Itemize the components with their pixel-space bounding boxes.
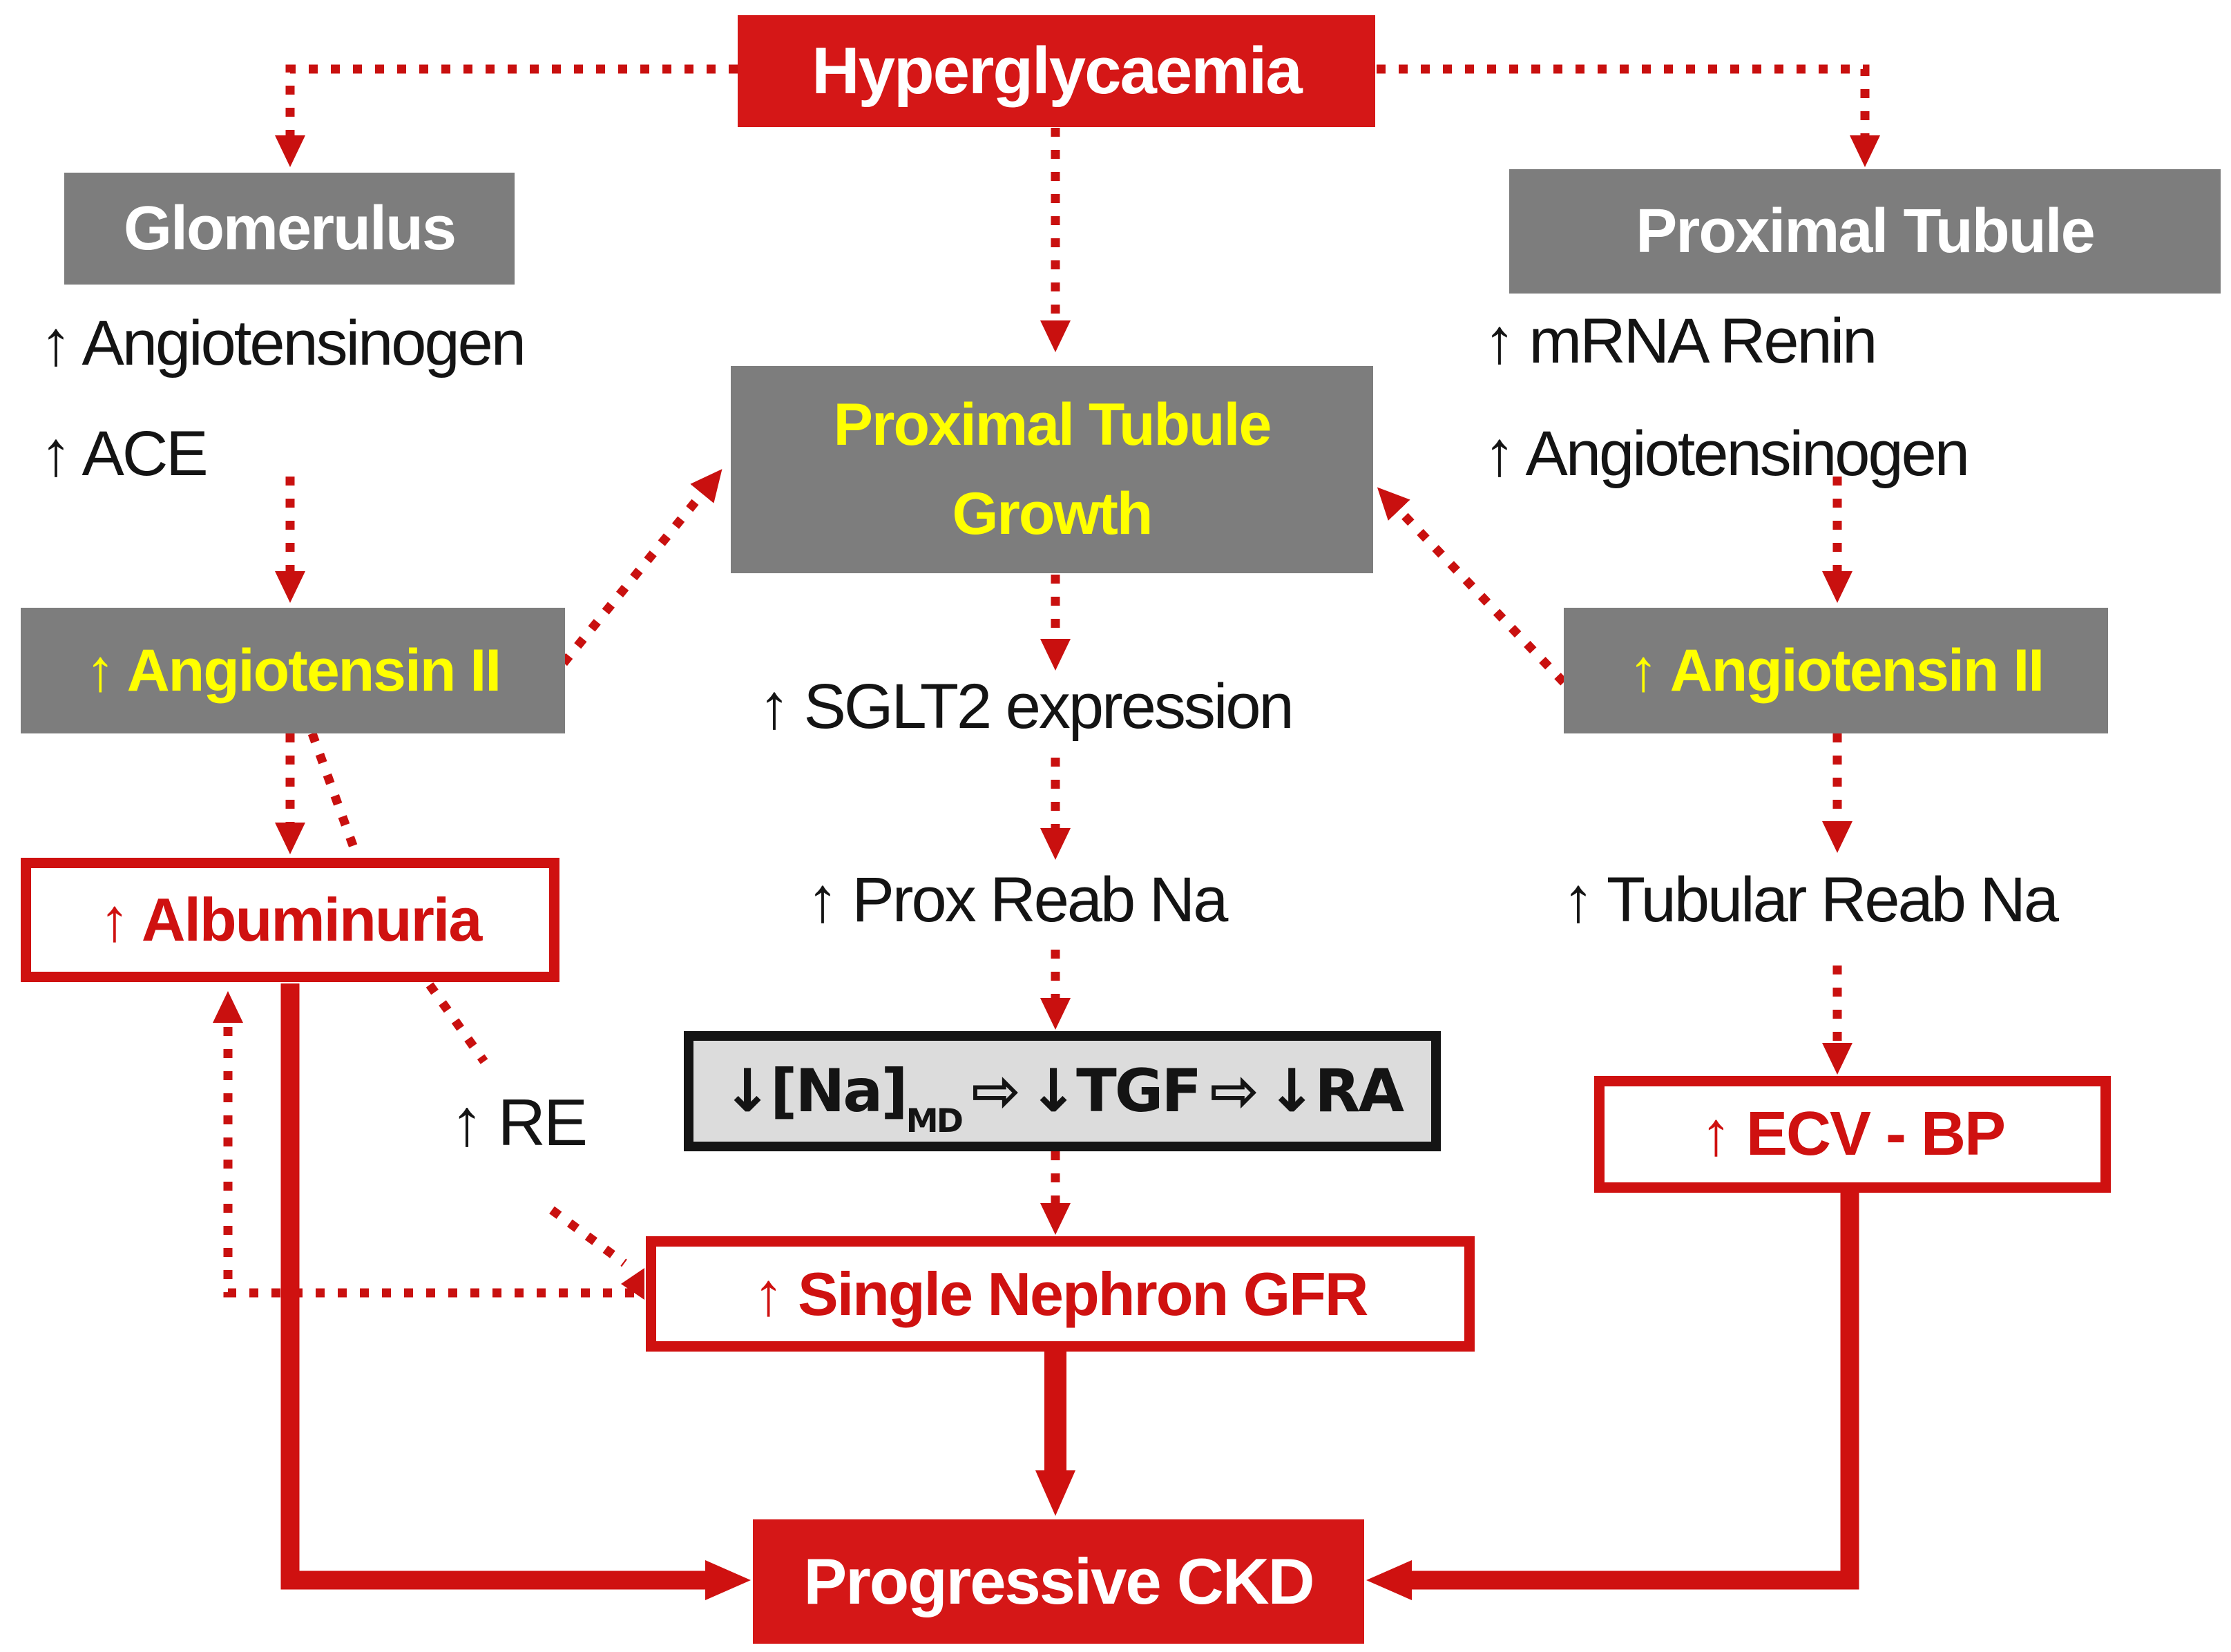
arrow-ecv-bp-to-ckd (1366, 1193, 1859, 1600)
growth-box-text: Proximal Tubule Growth (833, 381, 1272, 559)
arrow-angiotensin2-left-to-growth (559, 469, 722, 666)
na-md-tgf-ra-box: ↓[Na]MD⇨↓TGF⇨↓RA (684, 1031, 1441, 1151)
line-re-to-single-nephron-gfr (549, 1206, 627, 1267)
ecv-bp-box: ↑ ECV - BP (1594, 1076, 2111, 1193)
growth-line1: Proximal Tubule (833, 392, 1272, 458)
arrow-hyperglycaemia-to-proximal-tubule (1377, 64, 1880, 167)
tubule-mrna-renin-label: ↑ mRNA Renin (1484, 306, 1877, 376)
re-label: ↑ RE (450, 1086, 588, 1160)
arrow-angiotensin2-right-to-growth (1377, 487, 1567, 686)
angiotensin2-left-box: ↑ Angiotensin II (21, 608, 565, 733)
single-nephron-gfr-box: ↑ Single Nephron GFR (646, 1236, 1475, 1352)
sglt2-expression-label: ↑ SGLT2 expression (758, 671, 1294, 742)
down-ra-text: ↓RA (1267, 1057, 1404, 1126)
proximal-tubule-growth-box: Proximal Tubule Growth (731, 366, 1373, 573)
albuminuria-box: ↑ Albuminuria (21, 858, 559, 982)
tubule-angiotensinogen-label: ↑ Angiotensinogen (1484, 419, 1970, 489)
line-albuminuria-to-re (425, 982, 488, 1064)
growth-line2: Growth (952, 481, 1153, 547)
hollow-arrow-icon: ⇨ (1209, 1057, 1259, 1126)
arrow-hyperglycaemia-to-glomerulus (275, 64, 738, 167)
glomerulus-ace-label: ↑ ACE (40, 419, 209, 489)
na-md-term: ↓[Na]MD⇨↓TGF⇨↓RA (722, 1057, 1404, 1137)
down-na-text: ↓[Na] (722, 1057, 908, 1126)
hyperglycaemia-box: Hyperglycaemia (738, 15, 1375, 127)
progressive-ckd-box: Progressive CKD (753, 1519, 1364, 1644)
down-tgf-text: ↓TGF (1028, 1057, 1202, 1126)
arrow-albuminuria-to-ckd (280, 983, 751, 1600)
proximal-tubule-box: Proximal Tubule (1509, 169, 2221, 294)
glomerulus-box: Glomerulus (64, 173, 515, 285)
tubular-reab-na-label: ↑ Tubular Reab Na (1562, 865, 2059, 935)
angiotensin2-right-box: ↑ Angiotensin II (1564, 608, 2108, 733)
arrow-gfr-feedback-to-albuminuria (213, 991, 634, 1298)
line-angiotensin2-left-diagonal (307, 731, 361, 857)
prox-reab-na-label: ↑ Prox Reab Na (807, 865, 1228, 935)
hollow-arrow-icon: ⇨ (970, 1057, 1021, 1126)
arrowhead-at-gfr-left-edge (621, 1268, 644, 1300)
glomerulus-angiotensinogen-label: ↑ Angiotensinogen (40, 308, 526, 378)
md-subscript: MD (906, 1102, 964, 1140)
